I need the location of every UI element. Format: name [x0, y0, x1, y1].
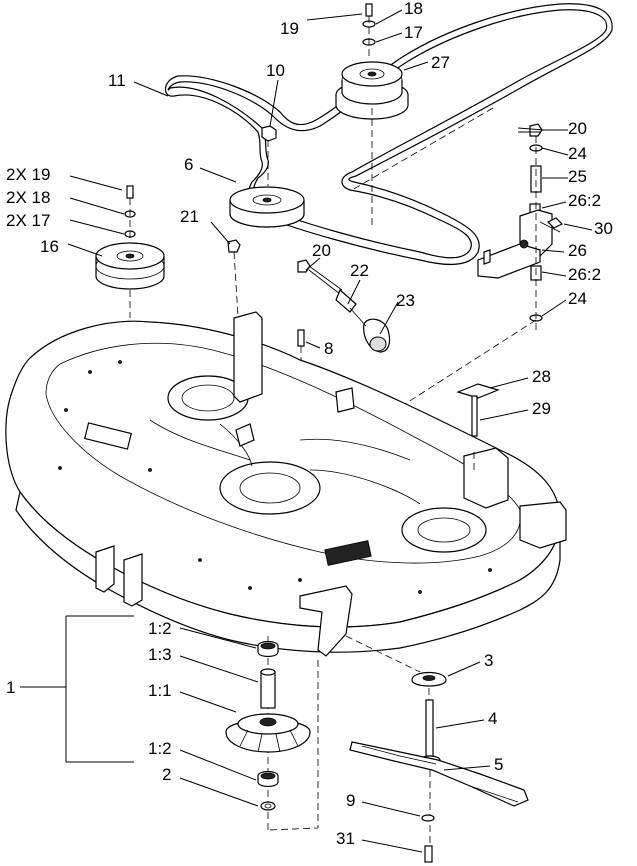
callout-1: 1 [6, 678, 15, 697]
callout-25: 25 [568, 167, 587, 186]
callout-24-upper: 24 [568, 144, 587, 163]
callout-17-top: 17 [404, 23, 423, 42]
callout-5: 5 [494, 755, 503, 774]
spring-assembly [297, 259, 391, 353]
callout-3: 3 [484, 651, 493, 670]
callout-29: 29 [532, 399, 551, 418]
callout-27: 27 [431, 53, 450, 72]
nut-21 [227, 239, 241, 317]
left-hardware-stack [124, 185, 136, 240]
callout-10: 10 [266, 61, 285, 80]
callout-4: 4 [488, 709, 497, 728]
callout-8: 8 [324, 339, 333, 358]
callout-1-1: 1:1 [148, 681, 172, 700]
callout-1-2-lower: 1:2 [148, 739, 172, 758]
spindle-assembly [225, 636, 311, 830]
callout-18-top: 18 [404, 0, 423, 18]
idler-pulley-27 [335, 61, 409, 120]
callout-19-top: 19 [280, 19, 299, 38]
bolt-8 [297, 329, 305, 372]
leader-lines [67, 9, 593, 853]
callout-28: 28 [532, 367, 551, 386]
callout-23: 23 [396, 291, 415, 310]
callout-11: 11 [108, 71, 126, 90]
callout-6: 6 [184, 155, 193, 174]
callout-20-right: 20 [568, 119, 587, 138]
callout-26-2-upper: 26:2 [568, 191, 601, 210]
callout-16: 16 [40, 237, 59, 256]
callout-2x19: 2X 19 [6, 165, 50, 184]
drive-belt [164, 3, 613, 266]
callout-31: 31 [336, 829, 355, 848]
mower-deck [5, 311, 567, 657]
callout-2x18: 2X 18 [6, 188, 50, 207]
callout-9: 9 [346, 791, 355, 810]
callout-24-lower: 24 [568, 289, 587, 308]
callout-30: 30 [594, 219, 613, 238]
nut-10 [261, 125, 277, 186]
callout-labels: 19 18 17 27 11 10 6 21 2X 19 2X 18 2X 17… [6, 0, 613, 848]
callout-21: 21 [180, 207, 199, 226]
callout-26-2-lower: 26:2 [568, 265, 601, 284]
pulley-16 [95, 242, 165, 318]
callout-2: 2 [162, 765, 171, 784]
callout-1-2-upper: 1:2 [148, 619, 172, 638]
callout-20-mid: 20 [312, 241, 331, 260]
bracket-28-bolt-29 [456, 383, 500, 452]
callout-1-3: 1:3 [148, 645, 172, 664]
top-hardware-stack [362, 3, 376, 60]
blade-spindle-assembly [349, 671, 529, 863]
callout-2x17: 2X 17 [6, 211, 50, 230]
callout-26: 26 [568, 241, 587, 260]
group-bracket-1 [20, 615, 134, 763]
idler-arm-assembly [379, 123, 564, 421]
callout-22: 22 [350, 261, 369, 280]
drive-pulley-6 [229, 186, 305, 228]
